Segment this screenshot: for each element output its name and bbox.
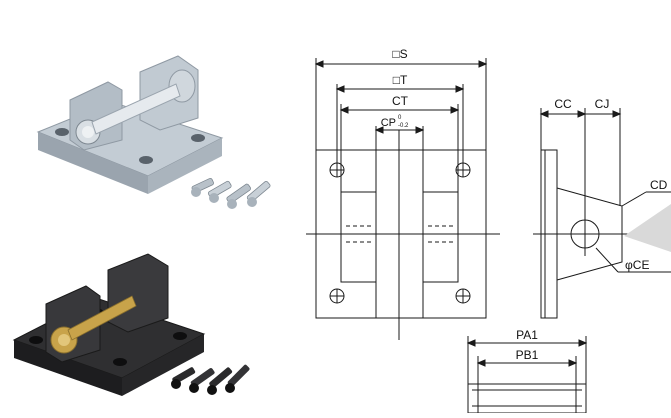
dim-label-pb1: PB1 — [516, 348, 539, 362]
side-view — [533, 108, 671, 319]
hex-screws-silver — [191, 177, 271, 209]
right-ear — [422, 191, 459, 283]
dim-label-t: □T — [393, 73, 408, 87]
left-ear — [340, 191, 377, 283]
corner-holes — [329, 162, 471, 304]
hex-screws-black — [171, 364, 250, 395]
dim-label-cp: CP — [381, 117, 396, 129]
dim-label-s: □S — [392, 47, 407, 61]
front-view — [306, 58, 500, 340]
dim-label-ct: CT — [392, 94, 409, 108]
dim-label-pa1: PA1 — [516, 328, 538, 342]
bottom-view — [466, 336, 588, 414]
dim-label-cp-tol-upper: 0 — [398, 115, 402, 121]
dim-label-ce: φCE — [625, 258, 649, 272]
clevis-bracket-silver-photo — [36, 55, 224, 194]
dim-label-cj: CJ — [595, 97, 610, 111]
dim-label-cp-tol-lower: -0.2 — [398, 123, 409, 129]
dim-label-cc: CC — [554, 97, 572, 111]
dim-label-cd: CD — [650, 178, 668, 192]
detail-callout-wedge — [624, 204, 671, 252]
clevis-bracket-black-photo — [12, 253, 206, 396]
